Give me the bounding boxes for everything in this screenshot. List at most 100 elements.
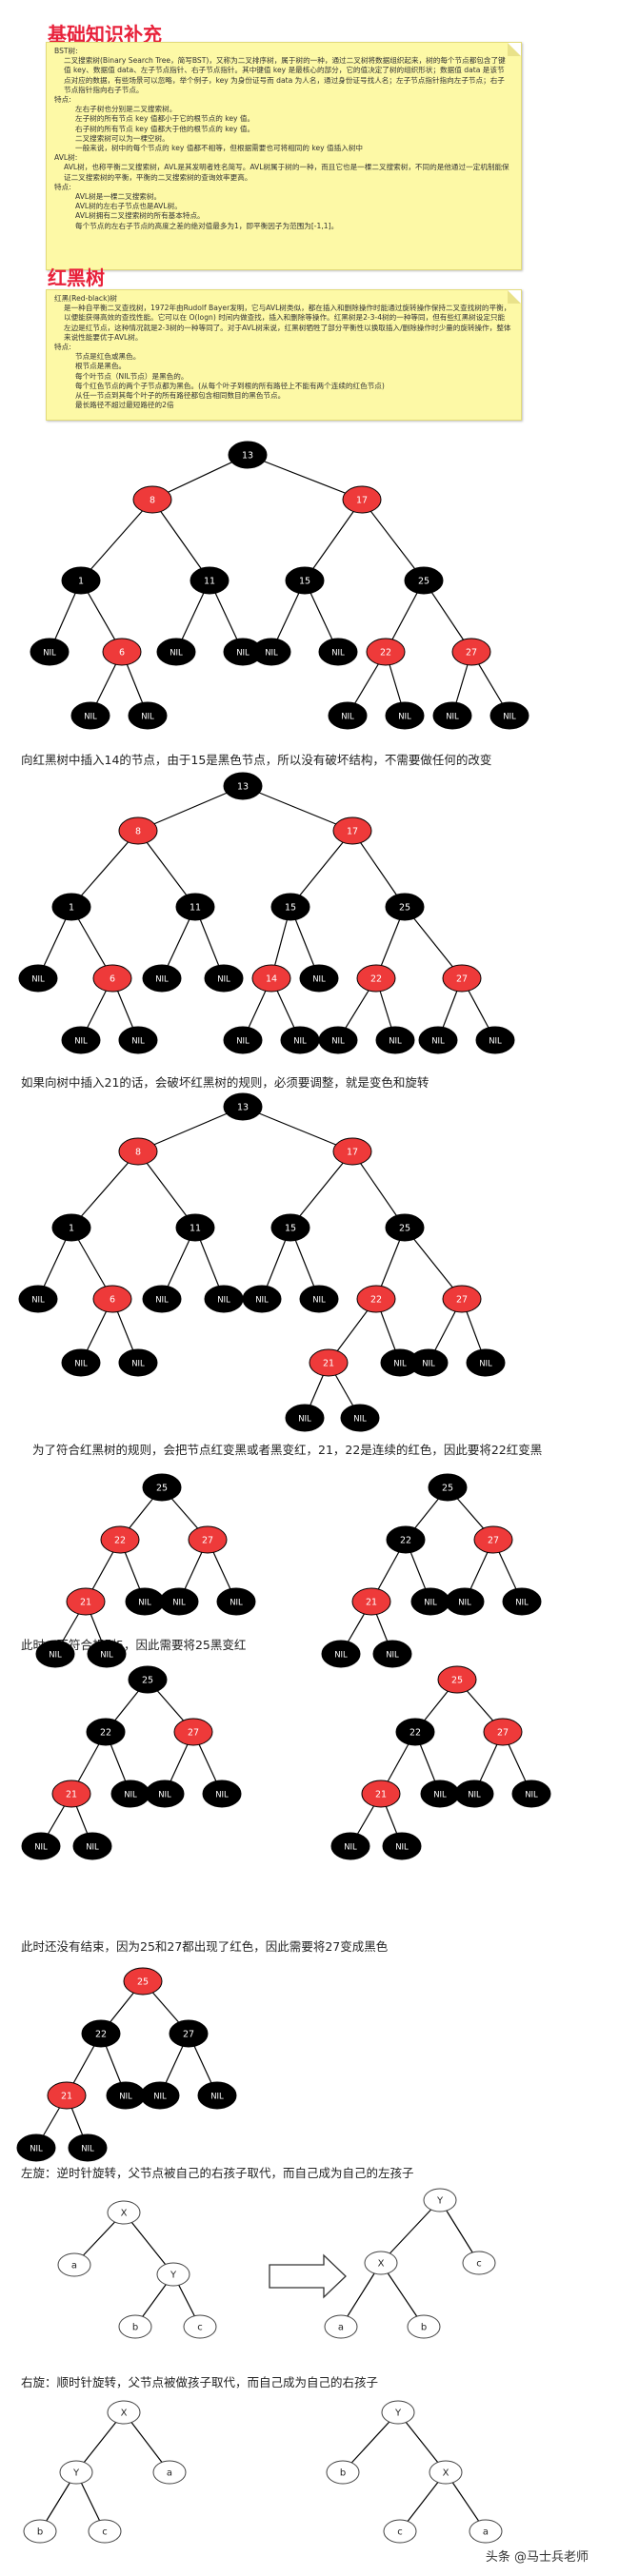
tree-node: 1 (61, 566, 101, 595)
node-shape (445, 1587, 485, 1616)
node-label: a (71, 2261, 77, 2271)
node-label: NIL (424, 1599, 437, 1608)
node-shape (142, 1473, 182, 1502)
note-line: 特点: (54, 95, 71, 105)
tree-edge (242, 785, 353, 832)
node-shape (183, 2314, 217, 2339)
node-label: 11 (204, 577, 215, 587)
tree-node: 17 (342, 485, 382, 514)
tree-node: b (326, 2460, 360, 2485)
note-line: 节点是红色或黑色。 (75, 352, 141, 362)
node-label: b (421, 2323, 427, 2333)
caption-recolor-27: 此时还没有结束，因为25和27都出现了红色，因此需要将27变成黑色 (21, 1939, 389, 1954)
tree-node: 15 (285, 566, 325, 595)
tree-node: c (462, 2251, 496, 2275)
tree-edge (137, 1106, 244, 1152)
node-label: 21 (375, 1790, 387, 1800)
note-line: AVL树拥有二叉搜索树的所有基本特点。 (75, 211, 205, 221)
tree-edge (304, 499, 363, 581)
tree-node: 6 (92, 964, 132, 993)
tree-edge (137, 785, 244, 832)
note-line: 根节点是黑色。 (75, 362, 127, 371)
node-label: 8 (150, 496, 155, 506)
nil-leaf: NIL (216, 1587, 256, 1616)
node-label: 22 (370, 1295, 382, 1306)
node-shape (57, 2252, 91, 2277)
tree-edge (380, 2199, 441, 2264)
node-label: 21 (66, 1790, 77, 1800)
node-shape (223, 1026, 263, 1054)
node-label: 8 (135, 827, 141, 837)
tree-node: a (57, 2252, 91, 2277)
node-label: 22 (114, 1536, 126, 1546)
node-label: a (483, 2527, 489, 2538)
tree-node: 8 (118, 816, 158, 845)
node-shape (356, 964, 396, 993)
node-shape (107, 2400, 141, 2425)
tree-node: 27 (173, 1718, 213, 1746)
node-label: NIL (215, 1791, 229, 1800)
node-shape (442, 964, 482, 993)
node-shape (361, 1780, 401, 1808)
tree-node: 21 (361, 1780, 401, 1808)
nil-leaf: NIL (409, 1348, 449, 1377)
tree-node: 21 (309, 1348, 349, 1377)
tree-node: 27 (442, 1285, 482, 1313)
node-label: 25 (442, 1484, 453, 1494)
node-shape (385, 701, 425, 730)
tree-node: 6 (92, 1285, 132, 1313)
tree-node: 17 (332, 1137, 372, 1166)
nil-leaf: NIL (372, 1640, 412, 1668)
nil-leaf: NIL (432, 701, 472, 730)
node-label: 22 (100, 1728, 111, 1739)
nil-leaf: NIL (375, 1026, 415, 1054)
node-label: NIL (84, 713, 97, 722)
node-shape (285, 566, 325, 595)
node-label: NIL (138, 1599, 151, 1608)
node-label: NIL (155, 1296, 169, 1306)
node-label: 21 (61, 2092, 72, 2102)
node-shape (242, 1285, 282, 1313)
node-shape (204, 964, 244, 993)
basics-note-text: BST树:二叉搜索树(Binary Search Tree，简写BST)，又称为… (54, 47, 511, 231)
node-label: NIL (433, 1791, 447, 1800)
nil-leaf: NIL (475, 1026, 515, 1054)
tree-edge (70, 830, 139, 908)
nil-leaf: NIL (128, 701, 168, 730)
tree-node: b (23, 2519, 57, 2544)
node-shape (216, 1587, 256, 1616)
node-shape (23, 2519, 57, 2544)
node-shape (128, 1665, 168, 1694)
node-label: 22 (400, 1536, 411, 1546)
tree-node: 27 (442, 964, 482, 993)
tree-node: a (152, 2460, 187, 2485)
node-shape (285, 1404, 325, 1432)
tree-node: 15 (270, 893, 310, 921)
node-shape (351, 1587, 391, 1616)
tree-edge (290, 1150, 353, 1229)
tree-node: 22 (386, 1525, 426, 1554)
node-label: 8 (135, 1148, 141, 1158)
watermark: 头条 @马士兵老师 (479, 2545, 594, 2566)
node-label: NIL (298, 1415, 311, 1425)
node-label: NIL (217, 975, 230, 985)
node-shape (118, 1026, 158, 1054)
node-label: NIL (86, 1843, 99, 1853)
nil-leaf: NIL (511, 1780, 551, 1808)
node-shape (462, 2251, 496, 2275)
node-label: NIL (395, 1843, 409, 1853)
tree-node: X (364, 2251, 398, 2275)
caption-left-rotate: 左旋：逆时针旋转，父节点被自己的右孩子取代，而自己成为自己的左孩子 (21, 2166, 414, 2180)
node-label: 25 (137, 1977, 149, 1988)
tree-node: 14 (251, 964, 291, 993)
note-line: 二叉搜索树可以为一棵空树。 (75, 133, 170, 143)
node-label: Y (170, 2271, 177, 2281)
node-shape (128, 701, 168, 730)
nil-leaf: NIL (445, 1587, 485, 1616)
node-shape (61, 1348, 101, 1377)
node-label: NIL (124, 1791, 137, 1800)
